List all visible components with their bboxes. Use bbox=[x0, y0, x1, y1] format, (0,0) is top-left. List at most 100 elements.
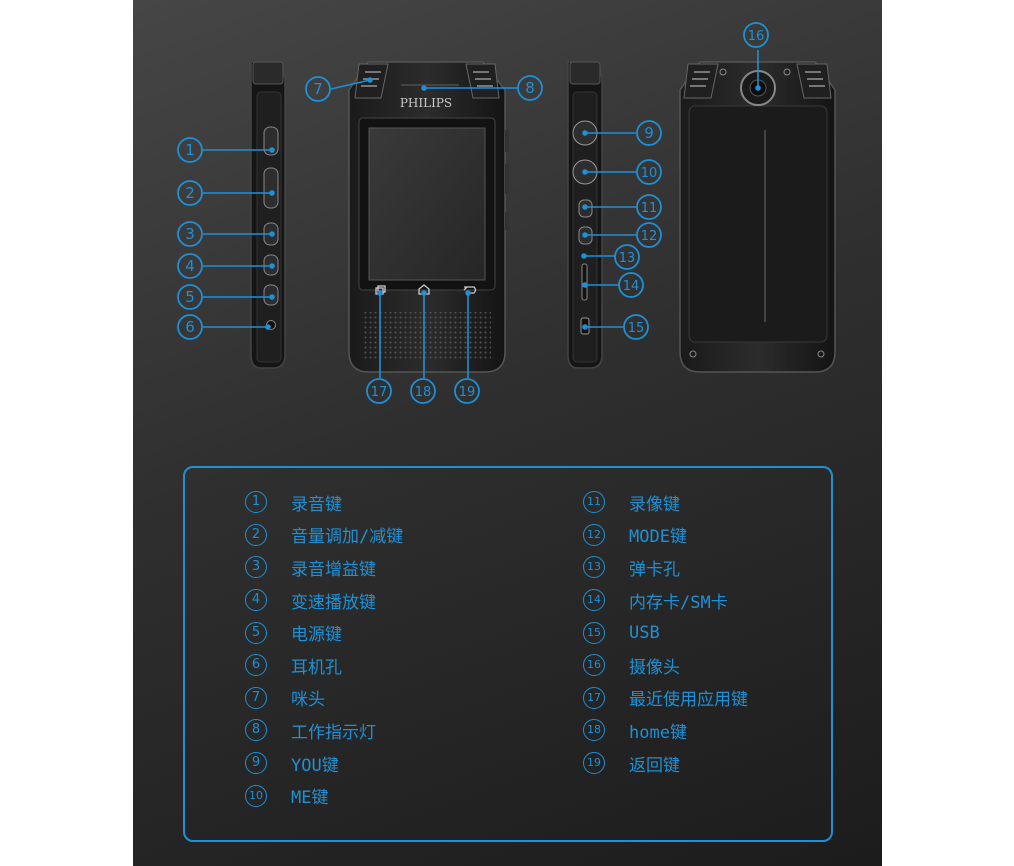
callout-circle-15 bbox=[623, 314, 649, 340]
callout-circle-6 bbox=[177, 314, 203, 340]
legend-item-6: 6 耳机孔 bbox=[245, 649, 403, 682]
legend-label: 工作指示灯 bbox=[291, 722, 376, 743]
legend-item-7: 7 咪头 bbox=[245, 682, 403, 715]
right-side-view bbox=[567, 61, 603, 369]
legend-label: 返回键 bbox=[629, 755, 680, 776]
brand-logo: PHILIPS bbox=[400, 96, 452, 110]
callout-number-13: 13 bbox=[619, 251, 636, 266]
legend-number: 19 bbox=[583, 752, 605, 775]
legend-label: home键 bbox=[629, 722, 687, 743]
legend-number: 14 bbox=[583, 589, 605, 612]
legend-label: 最近使用应用键 bbox=[629, 690, 748, 711]
callout-circle-13 bbox=[614, 244, 640, 270]
callout-circle-4 bbox=[177, 253, 203, 279]
legend-label: 弹卡孔 bbox=[629, 559, 680, 580]
callout-circle-1 bbox=[177, 137, 203, 163]
callout-circle-12 bbox=[636, 222, 662, 248]
legend-item-14: 14 内存卡/SM卡 bbox=[583, 584, 748, 617]
legend-number: 11 bbox=[583, 491, 605, 514]
legend-number: 12 bbox=[583, 523, 605, 546]
legend-number: 9 bbox=[245, 752, 267, 775]
callout-circle-5 bbox=[177, 284, 203, 310]
legend-number: 18 bbox=[583, 719, 605, 742]
callout-circle-17 bbox=[366, 378, 392, 404]
device-diagram: PHILIPS bbox=[177, 22, 836, 404]
legend-label: 摄像头 bbox=[629, 657, 680, 678]
legend-item-5: 5 电源键 bbox=[245, 616, 403, 649]
legend-number: 4 bbox=[245, 589, 267, 612]
callout-number-2: 2 bbox=[185, 184, 195, 202]
legend-label: 咪头 bbox=[291, 690, 325, 711]
callout-number-15: 15 bbox=[628, 321, 645, 336]
legend-item-11: 11 录像键 bbox=[583, 486, 748, 519]
legend-number: 8 bbox=[245, 719, 267, 742]
callout-circle-3 bbox=[177, 221, 203, 247]
callout-circle-9 bbox=[636, 120, 662, 146]
legend-number: 2 bbox=[245, 523, 267, 546]
legend-number: 5 bbox=[245, 621, 267, 644]
callout-circle-16 bbox=[743, 22, 769, 48]
callout-number-12: 12 bbox=[641, 229, 658, 244]
legend-label: 内存卡/SM卡 bbox=[629, 592, 728, 613]
callout-number-3: 3 bbox=[185, 225, 195, 243]
back-view bbox=[679, 61, 836, 373]
legend-item-17: 17 最近使用应用键 bbox=[583, 682, 748, 715]
callout-number-9: 9 bbox=[644, 124, 654, 142]
callout-lines bbox=[203, 50, 761, 378]
callout-number-17: 17 bbox=[371, 385, 388, 400]
callout-circle-10 bbox=[636, 159, 662, 185]
callout-number-5: 5 bbox=[185, 288, 195, 306]
legend-item-13: 13 弹卡孔 bbox=[583, 551, 748, 584]
callout-number-19: 19 bbox=[459, 385, 476, 400]
legend-item-18: 18 home键 bbox=[583, 714, 748, 747]
legend-label: 录像键 bbox=[629, 494, 680, 515]
callout-circle-8 bbox=[517, 75, 543, 101]
legend-number: 10 bbox=[245, 784, 267, 807]
legend-number: 7 bbox=[245, 686, 267, 709]
callout-number-11: 11 bbox=[641, 201, 658, 216]
left-side-view bbox=[250, 61, 286, 369]
legend-label: 录音增益键 bbox=[291, 559, 376, 580]
legend-number: 6 bbox=[245, 654, 267, 677]
callout-number-10: 10 bbox=[641, 166, 658, 181]
legend-number: 17 bbox=[583, 686, 605, 709]
callout-circle-14 bbox=[618, 272, 644, 298]
callout-circle-11 bbox=[636, 194, 662, 220]
legend-label: MODE键 bbox=[629, 527, 687, 548]
legend-label: 录音键 bbox=[291, 494, 342, 515]
legend-number: 15 bbox=[583, 621, 605, 644]
callout-number-6: 6 bbox=[185, 318, 195, 336]
legend-item-8: 8 工作指示灯 bbox=[245, 714, 403, 747]
legend-item-4: 4 变速播放键 bbox=[245, 584, 403, 617]
callout-circle-18 bbox=[410, 378, 436, 404]
callout-circle-19 bbox=[454, 378, 480, 404]
legend-label: USB bbox=[629, 622, 660, 643]
callout-number-8: 8 bbox=[525, 79, 535, 97]
front-view: PHILIPS bbox=[348, 61, 509, 373]
callout-circle-7 bbox=[305, 76, 331, 102]
callout-number-16: 16 bbox=[748, 29, 765, 44]
legend-item-2: 2 音量调加/减键 bbox=[245, 519, 403, 552]
legend-label: 音量调加/减键 bbox=[291, 527, 404, 548]
diagram-panel: PHILIPS bbox=[133, 0, 882, 866]
legend-item-10: 10 ME键 bbox=[245, 779, 403, 812]
legend-item-12: 12 MODE键 bbox=[583, 519, 748, 552]
legend-label: 电源键 bbox=[291, 625, 342, 646]
callout-number-18: 18 bbox=[415, 385, 432, 400]
legend-label: 变速播放键 bbox=[291, 592, 376, 613]
legend-label: 耳机孔 bbox=[291, 657, 342, 678]
legend-item-19: 19 返回键 bbox=[583, 747, 748, 780]
legend-number: 13 bbox=[583, 556, 605, 579]
legend-item-15: 15 USB bbox=[583, 616, 748, 649]
legend-label: ME键 bbox=[291, 788, 329, 809]
legend-item-9: 9 YOU键 bbox=[245, 747, 403, 780]
legend-label: YOU键 bbox=[291, 755, 339, 776]
callout-number-1: 1 bbox=[185, 141, 195, 159]
